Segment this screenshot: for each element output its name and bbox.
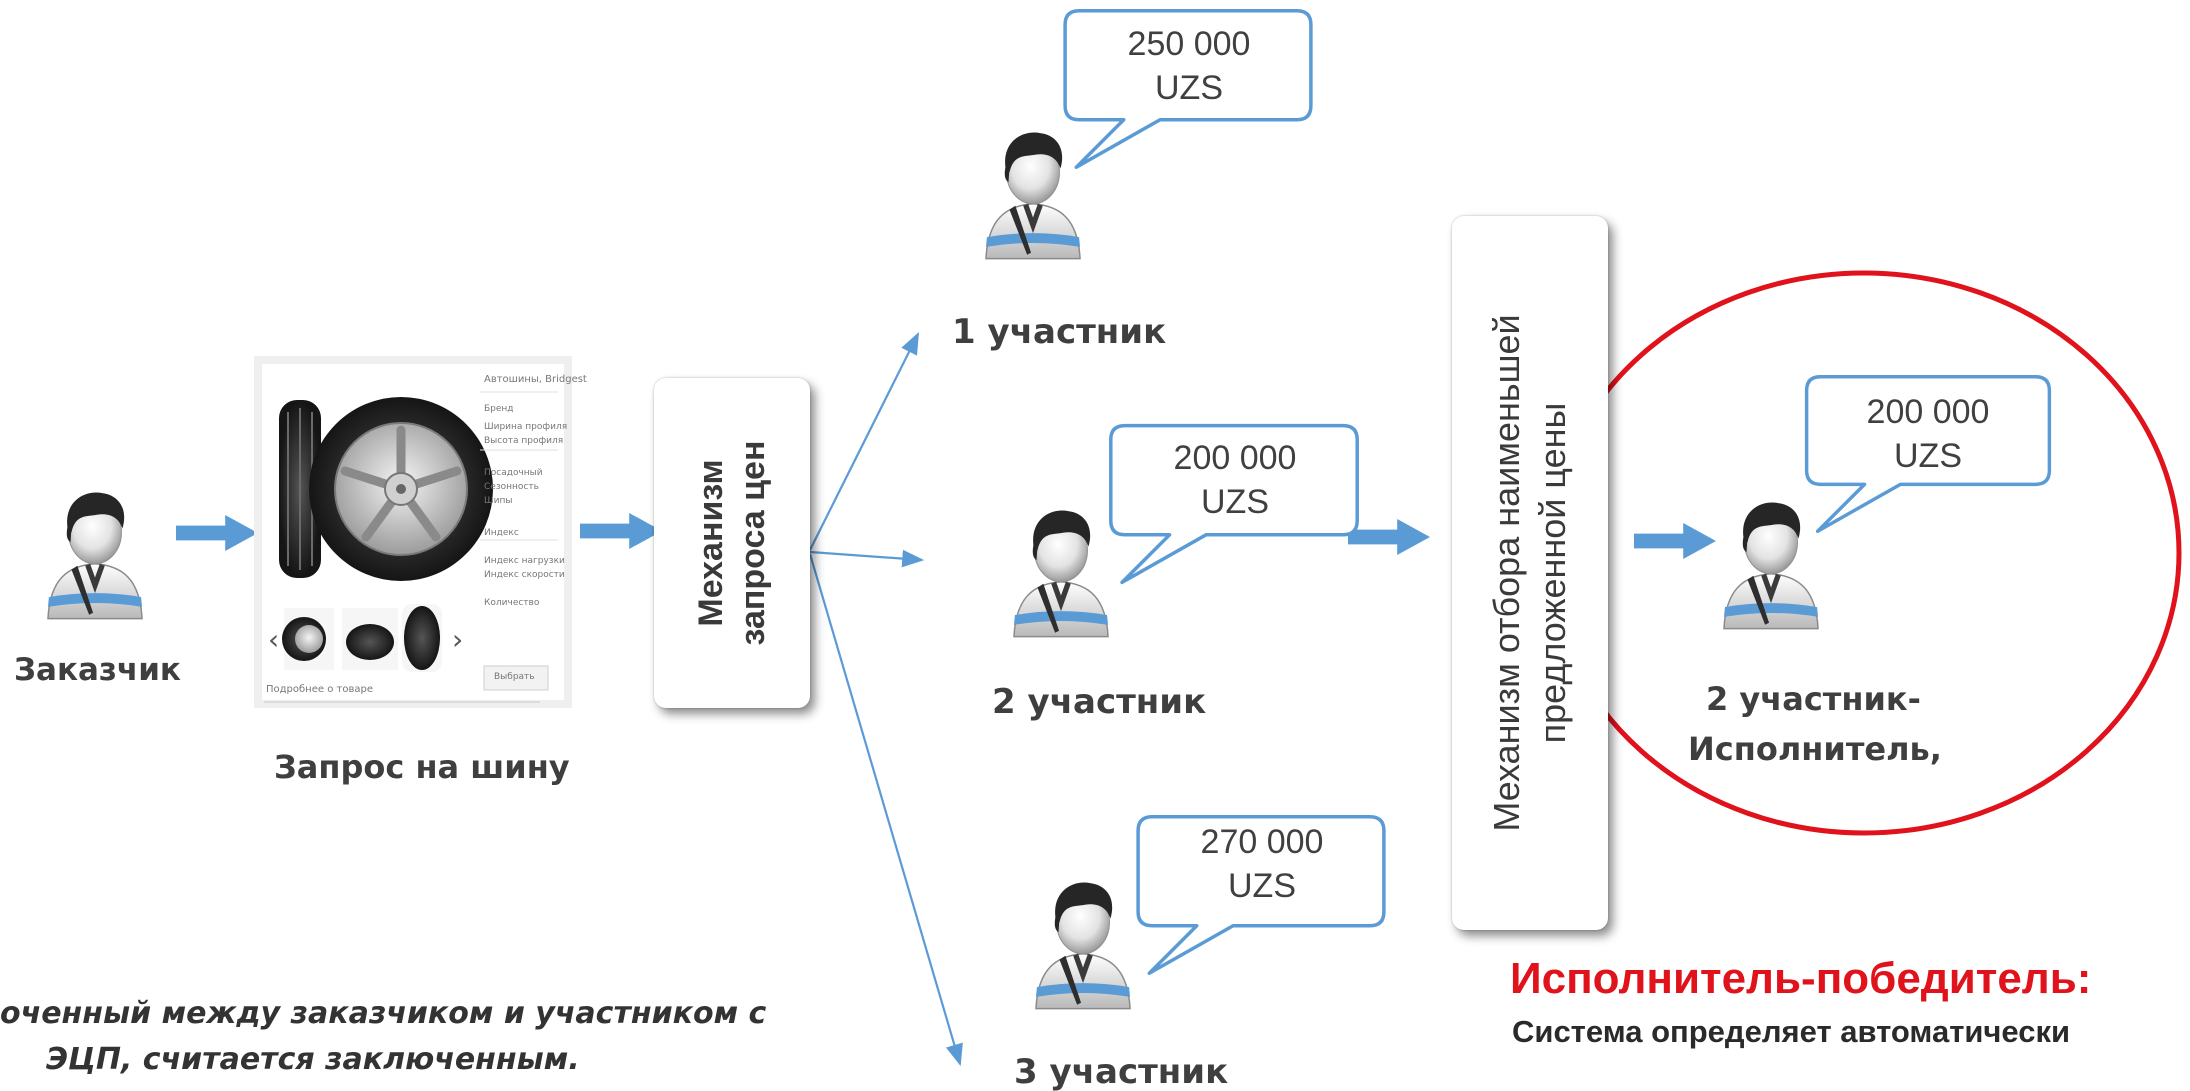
spec-item: Посадочный — [484, 468, 543, 478]
selection-text: Механизм отбора наименьшей предложенной … — [1484, 314, 1576, 831]
price-request-line2: запроса цен — [734, 440, 772, 646]
screenshot-button: Выбрать — [494, 672, 535, 682]
spec-item: Бренд — [484, 404, 514, 414]
person-icon — [1013, 509, 1109, 638]
winner-title: Исполнитель-победитель: — [1510, 954, 2092, 1003]
winner-label-line1: 2 участник- — [1706, 680, 1921, 718]
wheel-icon — [309, 397, 493, 581]
spec-item: Ширина профиля — [484, 422, 568, 432]
arrow-to-participant-3 — [808, 553, 963, 1067]
thumbnails: ‹ › — [268, 604, 463, 672]
spec-item: Высота профиля — [484, 436, 564, 446]
arrow-right-icon — [1634, 522, 1716, 560]
price-amount: 200 000 — [1866, 393, 1990, 431]
price-amount: 270 000 — [1200, 823, 1324, 861]
person-icon — [1723, 501, 1819, 630]
arrow-right-icon — [1348, 518, 1430, 556]
price-currency: UZS — [1228, 867, 1296, 905]
request-label: Запрос на шину — [274, 748, 570, 786]
selection-line2: предложенной цены — [1532, 402, 1573, 744]
spec-item: Индекс скорости — [484, 570, 565, 580]
arrow-to-participant-1 — [809, 332, 919, 551]
arrow-to-participant-2 — [809, 549, 925, 568]
footnote-line1: оченный между заказчиком и участником с — [0, 996, 767, 1031]
bubble-1-text: 250 000 UZS — [1066, 22, 1312, 110]
screenshot-specs: Бренд Ширина профиля Высота профиля Поса… — [484, 404, 567, 608]
selection-line1: Механизм отбора наименьшей — [1486, 314, 1527, 832]
customer-label: Заказчик — [14, 652, 181, 688]
footnote-line2: ЭЦП, считается заключенным. — [46, 1042, 580, 1077]
participant-3-label: 3 участник — [1014, 1052, 1229, 1091]
price-request-text: Механизм запроса цен — [690, 440, 774, 645]
person-icon — [1035, 881, 1131, 1010]
participant-1-label: 1 участник — [952, 312, 1167, 352]
svg-text:‹: ‹ — [268, 623, 279, 656]
price-amount: 250 000 — [1127, 25, 1251, 63]
spec-item: Шипы — [484, 496, 513, 506]
person-icon — [47, 491, 143, 620]
product-screenshot: ‹ › — [254, 356, 572, 708]
price-request-box: Механизм запроса цен — [654, 378, 810, 708]
price-currency: UZS — [1894, 437, 1962, 475]
price-currency: UZS — [1155, 69, 1223, 107]
participant-2-label: 2 участник — [992, 682, 1207, 722]
person-icon — [985, 131, 1081, 260]
arrow-right-icon — [176, 514, 258, 552]
bubble-winner-text: 200 000 UZS — [1804, 390, 2052, 478]
winner-label-line2: Исполнитель, — [1688, 730, 1942, 768]
spec-item: Индекс — [484, 528, 519, 538]
spec-item: Количество — [484, 598, 540, 608]
price-request-line1: Механизм — [692, 459, 730, 627]
arrow-right-icon — [580, 512, 662, 550]
winner-subtitle: Система определяет автоматически — [1512, 1014, 2071, 1049]
screenshot-caption: Подробнее о товаре — [266, 684, 373, 695]
price-currency: UZS — [1201, 483, 1269, 521]
spec-item: Сезонность — [484, 482, 539, 492]
fanout-arrows — [808, 332, 963, 1067]
price-amount: 200 000 — [1173, 439, 1297, 477]
bubble-3-text: 270 000 UZS — [1134, 820, 1390, 908]
screenshot-header: Автошины, Bridgest — [484, 374, 587, 385]
spec-item: Индекс нагрузки — [484, 556, 565, 566]
bubble-2-text: 200 000 UZS — [1112, 436, 1358, 524]
svg-text:›: › — [452, 623, 463, 656]
selection-box: Механизм отбора наименьшей предложенной … — [1452, 216, 1608, 930]
